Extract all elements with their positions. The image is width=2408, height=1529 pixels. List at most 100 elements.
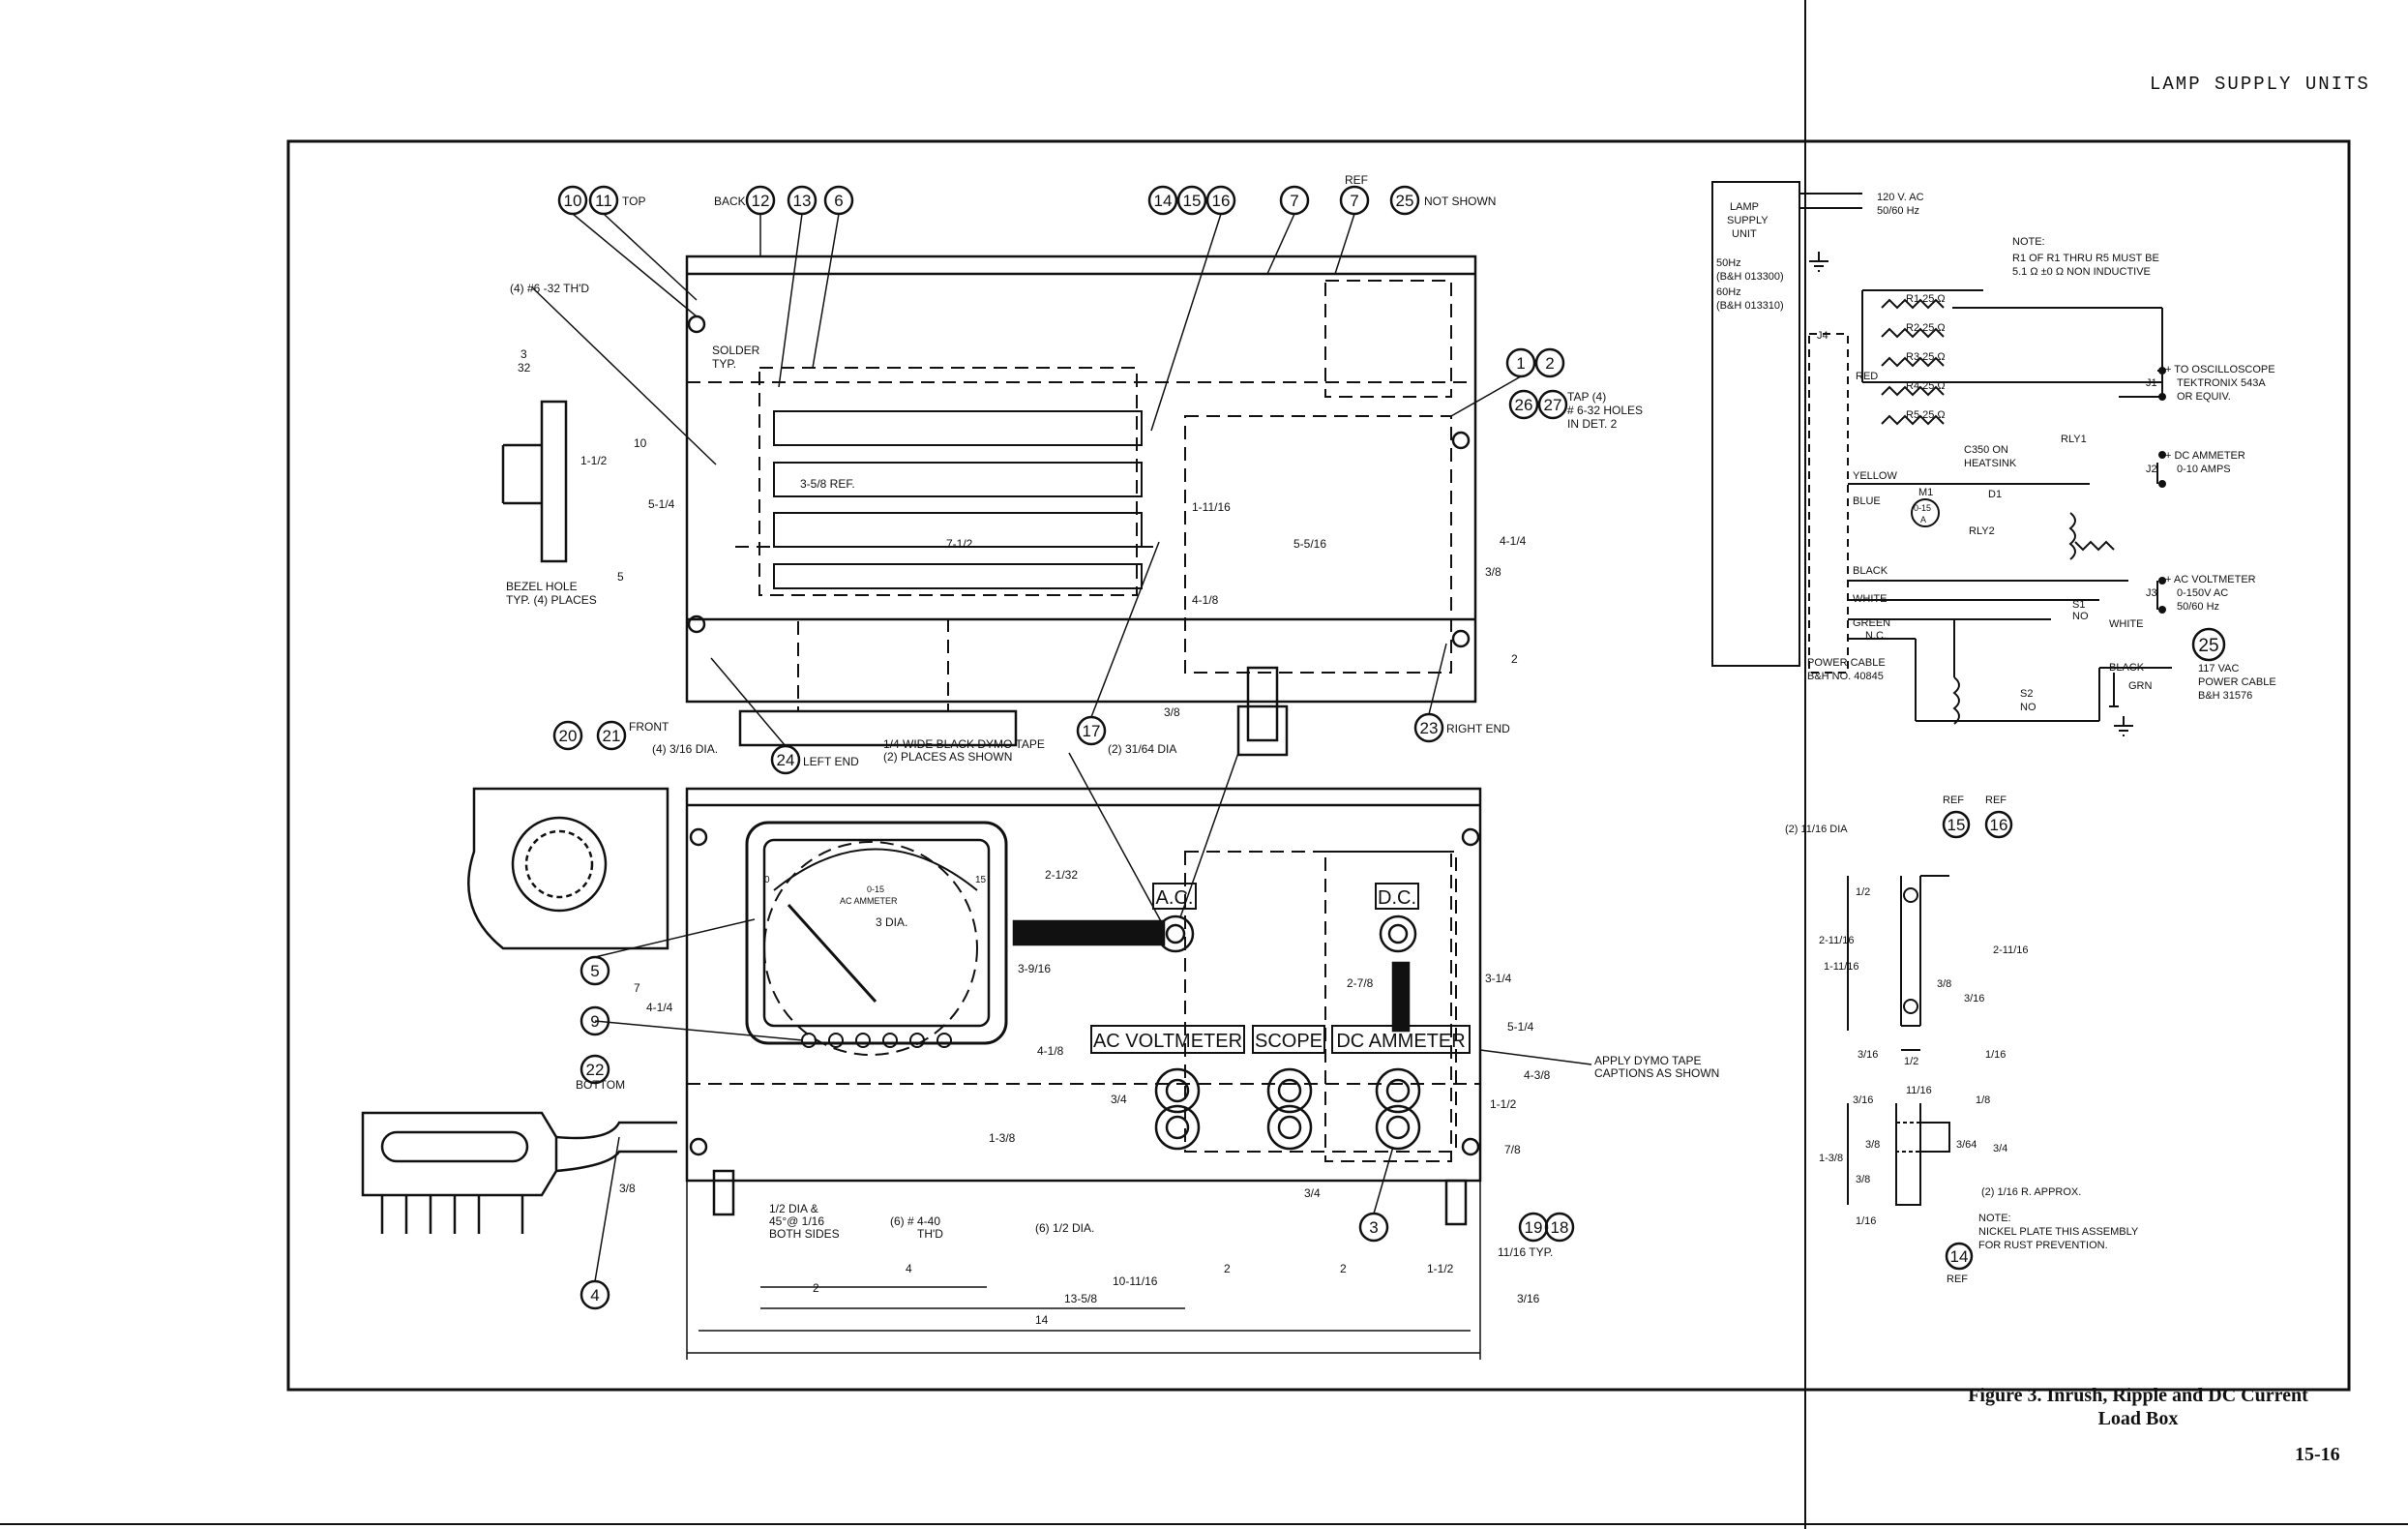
label-front: FRONT — [629, 720, 669, 734]
label-dia-12: (6) 1/2 DIA. — [1035, 1221, 1094, 1235]
section-dim-3-16: 3/16 — [1853, 1094, 1873, 1106]
section-dim-3-4: 3/4 — [1993, 1143, 2007, 1154]
cable-power: POWER CABLE — [2198, 676, 2276, 688]
section-dim-3-8: 3/8 — [1865, 1139, 1880, 1151]
lamp-supply-unit-box — [1711, 181, 1800, 667]
callout-9: 9 — [590, 1012, 599, 1031]
callout-23: 23 — [1420, 719, 1439, 737]
detail-ref-15: REF — [1943, 794, 1964, 806]
section-title: LAMP SUPPLY UNITS — [2150, 74, 2370, 95]
detail-dim-1-11-16: 1-11/16 — [1824, 961, 1859, 973]
output-scope-line1: + TO OSCILLOSCOPE — [2165, 364, 2275, 375]
detail-dim-3-16-b: 3/16 — [1858, 1049, 1878, 1061]
front-view-outline — [685, 787, 1482, 1183]
output-dcamm-line1: + DC AMMETER — [2165, 450, 2245, 462]
callout-18: 18 — [1551, 1218, 1569, 1237]
ac-ammeter-meter — [745, 821, 1008, 1045]
supply-voltage: 120 V. AC — [1877, 192, 1924, 203]
resistor-r5: R5 25 Ω — [1906, 409, 1946, 421]
label-right-end: RIGHT END — [1446, 722, 1510, 735]
figure-caption: Figure 3. Inrush, Ripple and DC Current … — [1935, 1384, 2341, 1430]
label-bezel-places: TYP. (4) PLACES — [506, 593, 597, 607]
callout-27: 27 — [1544, 396, 1562, 414]
dim-4-3-8: 4-3/8 — [1524, 1068, 1551, 1082]
callout-3: 3 — [1369, 1218, 1378, 1237]
detail-dim-3-16-a: 3/16 — [1964, 993, 1984, 1004]
meter-name: AC AMMETER — [840, 896, 898, 906]
resistor-r3: R3 25 Ω — [1906, 351, 1946, 363]
dim-3-8-front: 3/8 — [619, 1182, 636, 1195]
detail-callout-14: 14 — [1950, 1247, 1969, 1266]
callout-11: 11 — [595, 192, 612, 210]
detail-dim-2-11-16-left: 2-11/16 — [1819, 935, 1855, 946]
lamp-unit-line1: LAMP — [1730, 201, 1759, 213]
figure-caption-line2: Load Box — [2097, 1408, 2179, 1429]
dim-2-b: 2 — [1224, 1262, 1231, 1275]
dim-1-1-2-front: 1-1/2 — [1490, 1097, 1517, 1111]
part-s2: S2 — [2020, 688, 2033, 700]
callout-12: 12 — [752, 192, 770, 210]
detail-callout-15: 15 — [1947, 816, 1966, 834]
resistor-r2: R2 25 Ω — [1906, 322, 1946, 334]
dim-2-a: 2 — [813, 1281, 819, 1295]
lamp-unit-line3: UNIT — [1732, 228, 1757, 240]
cable-grn: GRN — [2128, 680, 2153, 692]
dymo-ac: A.C. — [1156, 887, 1194, 909]
page-number: 15-16 — [2295, 1444, 2340, 1465]
label-left-end: LEFT END — [803, 755, 859, 768]
wire-nc: N.C. — [1865, 630, 1887, 642]
detail-dia-1116: (2) 11/16 DIA — [1785, 824, 1848, 835]
detail-dim-1-2-b: 1/2 — [1904, 1056, 1918, 1067]
supply-frequency: 50/60 Hz — [1877, 205, 1919, 217]
part-heatsink: HEATSINK — [1964, 458, 2017, 469]
section-note-line1: NICKEL PLATE THIS ASSEMBLY — [1978, 1226, 2139, 1238]
model-60hz-part: (B&H 013310) — [1716, 300, 1784, 312]
dymo-dc-ammeter: DC AMMETER — [1336, 1031, 1465, 1052]
section-note-title: NOTE: — [1978, 1213, 2011, 1224]
output-scope-line2: TEKTRONIX 543A — [2177, 377, 2266, 389]
detail-ref-16: REF — [1985, 794, 2007, 806]
model-60hz: 60Hz — [1716, 286, 1741, 298]
note-title: NOTE: — [2012, 236, 2045, 248]
top-view-outline — [685, 255, 1477, 704]
dim-1-11-16: 1-11/16 — [1192, 500, 1231, 514]
section-dim-1-8: 1/8 — [1976, 1094, 1990, 1106]
note-line2: 5.1 Ω ±0 Ω NON INDUCTIVE — [2012, 266, 2151, 278]
callout-21: 21 — [603, 727, 621, 745]
dymo-ac-voltmeter: AC VOLTMETER — [1093, 1031, 1242, 1052]
section-radius-note: (2) 1/16 R. APPROX. — [1981, 1186, 2081, 1198]
label-tap-holes: # 6-32 HOLES — [1567, 404, 1643, 417]
dim-3-1-4: 3-1/4 — [1485, 972, 1512, 985]
section-dim-11-16: 11/16 — [1906, 1085, 1932, 1096]
callout-10: 10 — [564, 192, 582, 210]
label-hole-chamfer: 45°@ 1/16 — [769, 1214, 824, 1228]
jack-j1: J1 — [2146, 377, 2157, 389]
dim-3-16: 3/16 — [1517, 1292, 1540, 1305]
part-c350: C350 ON — [1964, 444, 2008, 456]
cable-part: B&H 31576 — [2198, 690, 2252, 702]
part-m1: M1 — [1918, 487, 1933, 498]
callout-19: 19 — [1525, 1218, 1543, 1237]
part-s1: S1 — [2072, 599, 2085, 611]
callout-22: 22 — [586, 1061, 605, 1079]
detail-dim-3-8: 3/8 — [1937, 978, 1951, 990]
part-d1: D1 — [1988, 489, 2002, 500]
part-s2-no: NO — [2020, 702, 2036, 713]
label-dia-3164: (2) 31/64 DIA — [1108, 742, 1176, 756]
output-acvolt-line2: 0-150V AC — [2177, 587, 2228, 599]
section-dim-3-64: 3/64 — [1956, 1139, 1977, 1151]
section-note-line2: FOR RUST PREVENTION. — [1978, 1240, 2108, 1251]
callout-15: 15 — [1183, 192, 1202, 210]
label-hole-sides: BOTH SIDES — [769, 1227, 840, 1241]
dim-1-3-8: 1-3/8 — [989, 1131, 1016, 1145]
note-line1: R1 OF R1 THRU R5 MUST BE — [2012, 253, 2159, 264]
callout-17: 17 — [1083, 722, 1101, 740]
callout-24: 24 — [777, 751, 795, 769]
part-rly2: RLY2 — [1969, 525, 1995, 537]
part-rly1: RLY1 — [2061, 434, 2087, 445]
part-meter-unit: A — [1920, 515, 1926, 525]
part-s1-no: NO — [2072, 611, 2089, 622]
callout-7a: 7 — [1290, 192, 1298, 210]
lamp-unit-line2: SUPPLY — [1727, 215, 1769, 226]
